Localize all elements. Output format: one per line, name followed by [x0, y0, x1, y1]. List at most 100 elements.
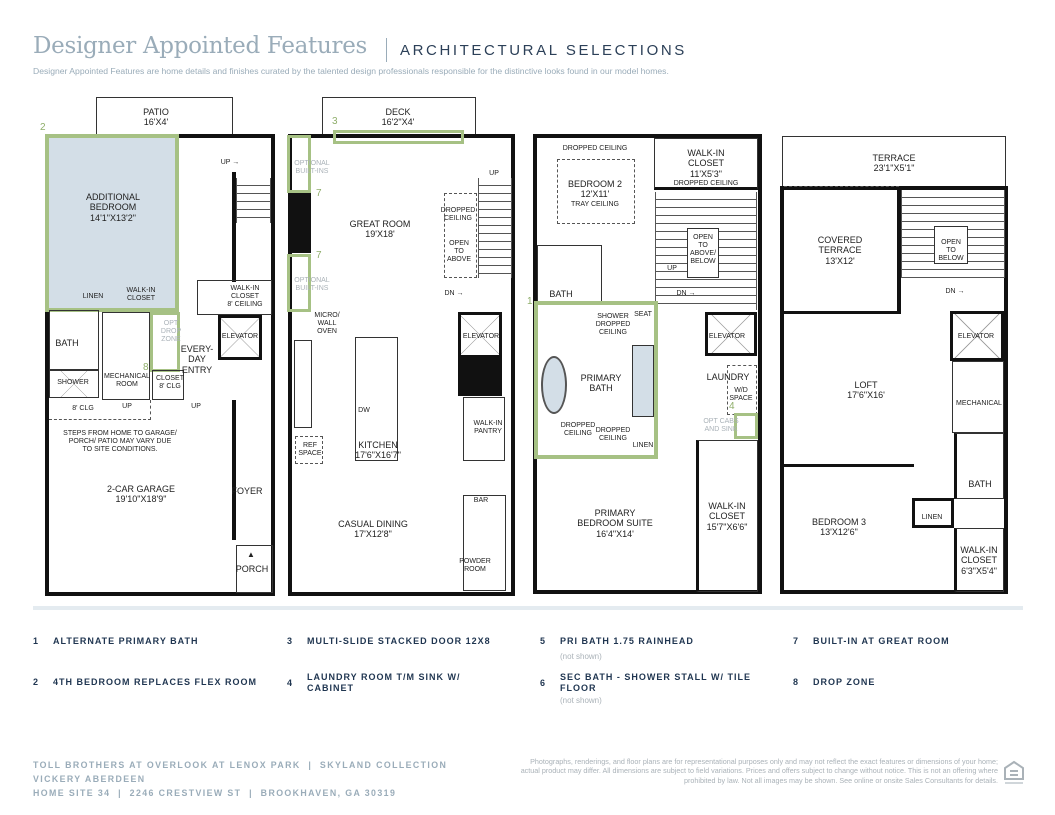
- room-label-everyday-entry: EVERY- DAY ENTRY: [180, 344, 214, 375]
- legend-label: ALTERNATE PRIMARY BATH: [53, 636, 199, 646]
- up-label: UP: [667, 265, 677, 272]
- opt-cabs-sink-label: OPT CABS AND SINK: [703, 418, 739, 434]
- wall: [232, 400, 236, 540]
- counter: [294, 340, 312, 428]
- dn-label: DN →: [676, 290, 696, 297]
- label-8-clg: 8' CLG: [72, 405, 94, 412]
- legend-item: 8 DROP ZONE: [793, 677, 875, 688]
- dropped-ceiling-area: [444, 193, 477, 278]
- walk-in-closet-top: [654, 138, 758, 190]
- room-label-elevator: ELEVATOR: [957, 333, 995, 340]
- open-to-above-label: OPEN TO ABOVE: [446, 240, 472, 264]
- room-label-bath: BATH: [968, 479, 992, 489]
- mechanical-room: [102, 312, 150, 400]
- walk-in-closet: [954, 528, 1004, 592]
- section-divider: [33, 606, 1023, 610]
- legend-number: 4: [287, 678, 294, 688]
- legend-note: (not shown): [560, 652, 602, 661]
- kitchen-island: [355, 337, 398, 461]
- room-label-deck: DECK 16'2"X4': [381, 107, 415, 128]
- bath: [954, 433, 1004, 499]
- community-name: TOLL BROTHERS AT OVERLOOK AT LENOX PARK …: [33, 760, 448, 770]
- room-label-bedroom-2: BEDROOM 2 12'X11': [567, 179, 623, 200]
- room-label-walk-in-closet-2: WALK-IN CLOSET 8' CEILING: [227, 285, 263, 309]
- open-to-below: [687, 228, 719, 278]
- closet: [152, 370, 184, 400]
- dw-label: DW: [358, 407, 370, 414]
- legend-number: 7: [793, 636, 800, 646]
- legend-label: PRI BATH 1.75 RAINHEAD: [560, 636, 694, 646]
- wall: [232, 172, 236, 282]
- dropped-ceiling-label: DROPPED CEILING: [595, 427, 631, 443]
- room-label-great-room: GREAT ROOM 19'X18': [349, 219, 411, 240]
- ref-space-label: REF SPACE: [298, 442, 322, 458]
- option-7-highlight-bottom: [287, 254, 311, 312]
- room-label-opt-drop-zone: OPT DROP ZONE: [160, 320, 182, 344]
- room-label-elevator: ELEVATOR: [708, 333, 746, 340]
- room-label-garage: 2-CAR GARAGE 19'10"X18'9": [106, 484, 176, 505]
- option-3-highlight: [333, 130, 464, 144]
- legend-item: 7 BUILT-IN AT GREAT ROOM: [793, 636, 950, 647]
- room-label-powder-room: POWDER ROOM: [459, 558, 491, 574]
- home-site-address: HOME SITE 34 | 2246 CRESTVIEW ST | BROOK…: [33, 788, 397, 798]
- room-label-primary-bedroom-suite: PRIMARY BEDROOM SUITE 16'4"X14': [577, 508, 653, 539]
- optional-built-ins-label: OPTIONAL BUILT-INS: [294, 160, 330, 176]
- bath: [49, 310, 99, 370]
- legend-label: 4TH BEDROOM REPLACES FLEX ROOM: [53, 677, 258, 687]
- room-label-linen: LINEN: [82, 293, 104, 300]
- tray-ceiling-label: TRAY CEILING: [571, 201, 619, 208]
- option-number-2: 2: [40, 122, 46, 133]
- option-number-4: 4: [729, 401, 735, 412]
- legend-label: BUILT-IN AT GREAT ROOM: [813, 636, 950, 646]
- linen-label: LINEN: [632, 442, 654, 449]
- up-label: UP: [191, 403, 201, 410]
- shower: [49, 370, 99, 398]
- legend-number: 8: [793, 677, 800, 687]
- elevator: [458, 312, 502, 358]
- legend-number: 3: [287, 636, 294, 646]
- shower-label: SHOWER DROPPED CEILING: [595, 313, 631, 337]
- elevator: [705, 312, 757, 356]
- wall: [897, 188, 901, 313]
- room-label-covered-terrace: COVERED TERRACE 13'X12': [817, 235, 863, 266]
- room-label-walk-in-closet: WALK-IN CLOSET 6'3"X5'4": [960, 545, 998, 576]
- tray-ceiling: [557, 159, 635, 224]
- room-label-foyer: FOYER: [231, 486, 263, 496]
- room-label-bath: BATH: [549, 289, 573, 299]
- room-label-casual-dining: CASUAL DINING 17'X12'8": [338, 519, 408, 540]
- legend-number: 5: [540, 636, 547, 646]
- legend-label: SEC BATH - SHOWER STALL W/ TILE FLOOR: [560, 672, 751, 694]
- option-number-8: 8: [143, 362, 149, 373]
- option-number-1: 1: [527, 296, 533, 307]
- room-label-loft: LOFT 17'6"X16': [847, 380, 885, 401]
- room-label-bath: BATH: [55, 338, 79, 348]
- legend-item: 6 SEC BATH - SHOWER STALL W/ TILE FLOOR: [540, 672, 775, 695]
- room-label-laundry: LAUNDRY: [706, 372, 750, 382]
- room-label-porch: PORCH: [235, 564, 269, 574]
- option-number-3: 3: [332, 116, 338, 127]
- page-subtitle: ARCHITECTURAL SELECTIONS: [400, 42, 687, 59]
- room-label-elevator: ELEVATOR: [462, 333, 500, 340]
- option-2-highlight: [45, 134, 179, 312]
- seat-label: SEAT: [634, 311, 652, 318]
- linen: [912, 498, 954, 528]
- optional-built-ins-label: OPTIONAL BUILT-INS: [294, 277, 330, 293]
- room-label-terrace: TERRACE 23'1"X5'1": [872, 153, 916, 174]
- dropped-ceiling-label: DROPPED CEILING: [673, 180, 739, 187]
- walk-in-closet: [197, 280, 272, 315]
- up-label: UP: [122, 403, 132, 410]
- up-label: UP: [489, 170, 499, 177]
- legend-label: DROP ZONE: [813, 677, 876, 687]
- room-label-additional-bedroom: ADDITIONAL BEDROOM 14'1"X13'2": [85, 192, 141, 223]
- legend-number: 6: [540, 678, 547, 688]
- elevator: [218, 315, 262, 360]
- title-divider: [386, 38, 387, 62]
- dropped-ceiling-label: DROPPED CEILING: [562, 145, 628, 152]
- dn-label: DN →: [444, 290, 464, 297]
- porch: [236, 545, 273, 593]
- open-to-below-label: OPEN TO BELOW: [938, 239, 964, 263]
- wall: [784, 311, 901, 314]
- dn-label: DN →: [945, 288, 965, 295]
- room-label-kitchen: KITCHEN 17'6"X16'7": [355, 440, 401, 461]
- stairs: [478, 178, 512, 278]
